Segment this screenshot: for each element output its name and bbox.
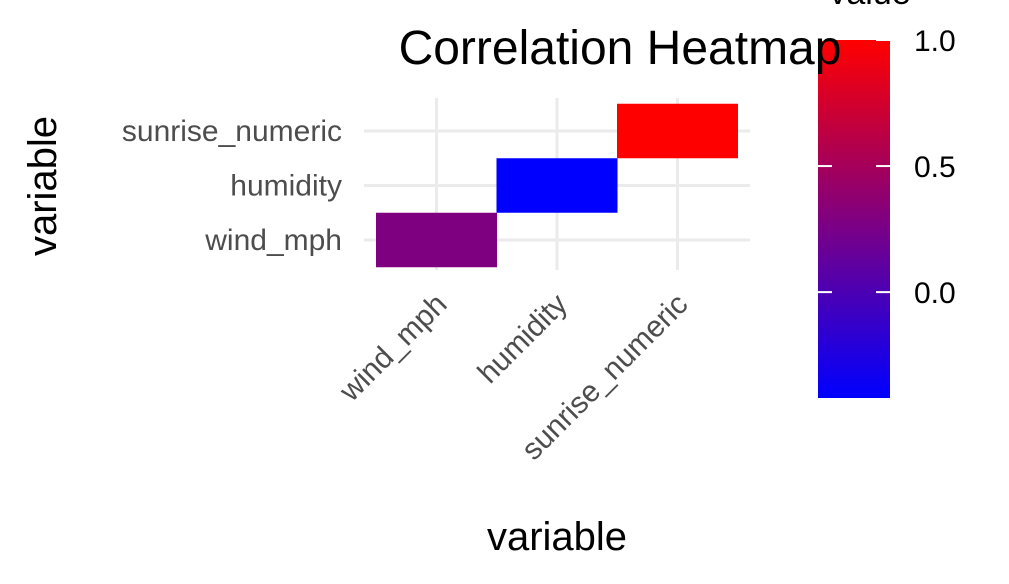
x-tick-label-humidity: humidity: [472, 288, 574, 390]
heatmap-cell-wind_mph-wind_mph: [376, 212, 497, 268]
legend-title: value: [829, 0, 910, 12]
heatmap-cell-sunrise_numeric-sunrise_numeric: [617, 103, 738, 159]
legend-tick-label-1: 0.5: [914, 151, 956, 184]
y-tick-label-wind_mph: wind_mph: [204, 224, 342, 257]
heatmap-cell-humidity-humidity: [496, 158, 618, 213]
y-tick-labels: wind_mph humidity sunrise_numeric: [122, 115, 342, 257]
legend-tick-label-0: 0.0: [914, 277, 956, 310]
color-legend: value 0.0 0.5 1.0: [818, 0, 956, 398]
y-axis-label: variable: [21, 116, 65, 256]
y-tick-label-humidity: humidity: [230, 170, 342, 203]
heatmap-cells: [376, 103, 738, 268]
legend-color-bar: [818, 40, 890, 398]
legend-tick-label-2: 1.0: [914, 25, 956, 58]
x-tick-label-wind_mph: wind_mph: [333, 288, 454, 409]
y-tick-label-sunrise_numeric: sunrise_numeric: [122, 115, 342, 148]
chart-title: Correlation Heatmap: [399, 22, 842, 75]
x-axis-label: variable: [487, 515, 627, 559]
legend-ticks: 0.0 0.5 1.0: [818, 25, 956, 310]
